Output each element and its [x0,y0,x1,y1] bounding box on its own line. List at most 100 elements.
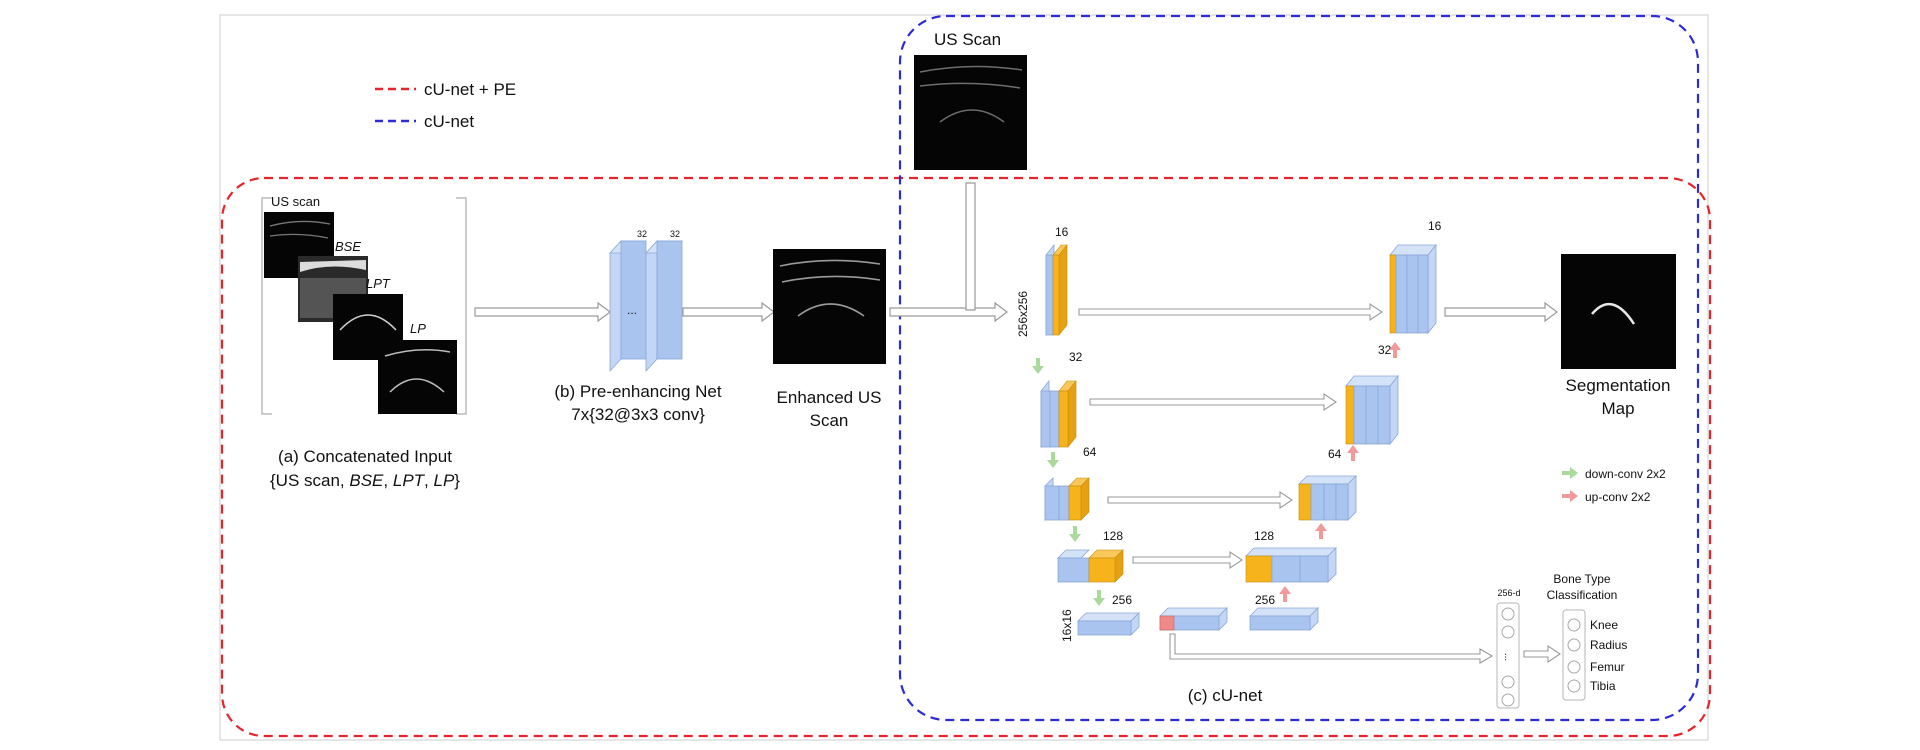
dec1-block-blue-3 [1417,254,1429,334]
dec4-block-blue-2 [1299,555,1329,583]
legend-label-cunet-pe: cU-net + PE [424,80,516,99]
dec3-label: 64 [1328,447,1342,461]
dec4-block-orange [1245,555,1273,583]
feature-node-1 [1501,607,1515,621]
feature-vector-dots: ... [1502,653,1513,661]
class-label-femur: Femur [1590,660,1625,674]
enc1-label: 16 [1055,225,1069,239]
dec1-block-orange [1389,254,1397,334]
enc2-block-blue [1040,390,1051,448]
enc4-block-blue [1057,557,1090,583]
down-arrow-3 [1069,526,1081,542]
up-conv-legend-arrow [1562,490,1578,502]
arrow-usscan-down [965,182,976,311]
down-arrow-2 [1047,452,1059,468]
class-node-radius [1567,638,1581,652]
class-output-vector [1562,609,1586,701]
class-label-knee: Knee [1590,618,1618,632]
up-arrow-3 [1347,445,1359,461]
down-conv-legend-label: down-conv 2x2 [1585,467,1666,481]
enc4-block-orange [1088,557,1116,583]
resolution-top-label: 256x256 [1016,291,1030,337]
arrow-input-to-prenet [474,301,611,323]
dec3-block-orange [1298,483,1312,521]
prenet-caption-line2: 7x{32@3x3 conv} [571,405,705,424]
input-layer-us-scan-label: US scan [271,194,320,209]
prenet-channel-label-b: 32 [670,229,680,239]
enhanced-caption-line2: Scan [810,411,849,430]
dec3-block-blue-2 [1323,483,1337,521]
dec5-block [1249,615,1311,631]
class-label-tibia: Tibia [1590,679,1616,693]
concatenated-input: US scan BSE LPT LP (a) Concatenated Inpu… [261,194,467,490]
segmentation-image [1561,254,1676,369]
arrow-enhanced-to-unet [889,301,1008,323]
cu-net: 16 256x256 32 64 128 256 16x16 [1016,219,1666,705]
enc2-block-orange [1058,390,1069,448]
enc4-label: 128 [1103,529,1123,543]
dec2-block-blue [1353,385,1367,445]
dec4-block-blue [1271,555,1301,583]
enhanced-caption-line1: Enhanced US [777,388,882,407]
up-arrow-2 [1315,523,1327,539]
dec3-block-blue-3 [1335,483,1349,521]
us-scan-title: US Scan [934,30,1001,49]
prenet-block-b [656,240,683,360]
prenet-channel-label-a: 32 [637,229,647,239]
up-arrow-1 [1279,586,1291,602]
cunet-caption: (c) cU-net [1188,686,1263,705]
us-scan-texture-top [919,65,1023,123]
input-caption-line2: {US scan, BSE, LPT, LP} [270,471,460,490]
enc2-block-blue-2 [1049,390,1060,448]
prenet-block-a [620,240,647,360]
arrow-prenet-to-enhanced [682,301,775,323]
dec1-block-blue [1395,254,1408,334]
input-layer-bse-label: BSE [335,239,361,254]
lpt-texture [339,314,397,331]
legend-label-cunet: cU-net [424,112,474,131]
enc3-block-blue-2 [1058,485,1070,521]
down-conv-legend-arrow [1562,467,1578,479]
dec4-label: 128 [1254,529,1274,543]
prenet-dots: ... [627,303,637,317]
cunet-region [898,14,1700,722]
flow-arrows [474,182,1558,323]
dec2-block-blue-2 [1365,385,1379,445]
skip-arrow-2 [1089,392,1337,412]
segmentation-caption-line1: Segmentation [1566,376,1671,395]
classifier-feed-arrow [1169,633,1494,664]
bottleneck-red-block [1159,615,1175,631]
feature-node-4 [1501,693,1515,707]
class-node-tibia [1567,679,1581,693]
prenet-caption-line1: (b) Pre-enhancing Net [554,382,722,401]
enhanced-us-scan: Enhanced US Scan [773,249,886,430]
enhanced-us-texture [779,259,881,317]
input-layer-lp-label: LP [410,321,426,336]
up-conv-legend-label: up-conv 2x2 [1585,490,1651,504]
feature-node-3 [1501,675,1515,689]
skip-arrow-1 [1078,302,1383,322]
enc2-label: 32 [1069,350,1083,364]
input-bracket-right [456,197,467,415]
us-scan-top: US Scan [914,30,1027,170]
enc1-block-orange [1052,254,1060,336]
skip-connections [1078,302,1494,664]
enc1-block-blue [1045,254,1054,336]
dec3-block-blue [1310,483,1325,521]
enc5-label: 256 [1112,593,1132,607]
bse-texture [300,260,366,272]
us-scan-texture [269,220,331,239]
dec1-block-blue-2 [1406,254,1419,334]
segmentation-caption-line2: Map [1601,399,1634,418]
class-label-radius: Radius [1590,638,1627,652]
enc3-block-blue [1044,485,1060,521]
down-conv-arrows [1032,358,1105,606]
skip-arrow-3 [1107,490,1293,510]
classifier-title-line1: Bone Type [1553,572,1610,586]
enc3-label: 64 [1083,445,1097,459]
dec2-block-orange [1345,385,1355,445]
classifier-arrow [1523,644,1561,664]
pre-enhancing-net: 32 32 ... (b) Pre-enhancing Net 7x{32@3x… [554,229,722,424]
up-arrow-4 [1389,342,1401,358]
